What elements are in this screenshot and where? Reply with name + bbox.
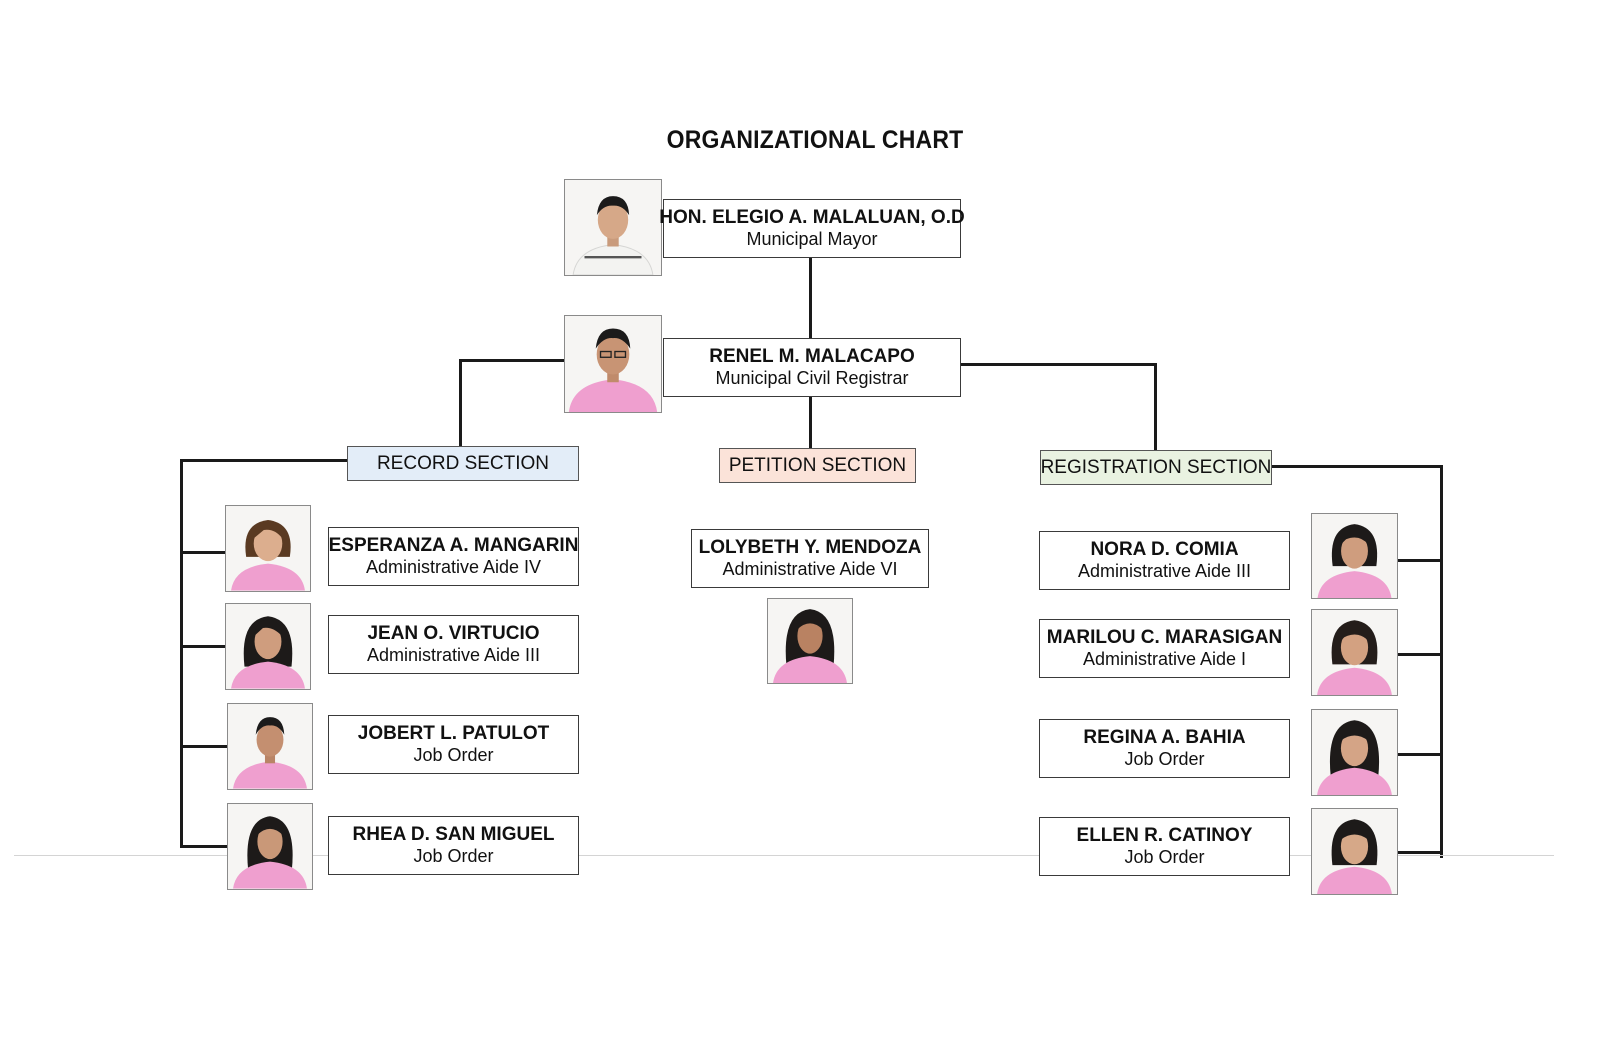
staff-position: Job Order (1124, 749, 1205, 770)
staff-photo (227, 703, 313, 790)
staff-position: Job Order (413, 745, 494, 766)
record-branch-4 (180, 845, 228, 848)
connector-registrar-petition (809, 396, 812, 448)
connector-record-drop (459, 359, 462, 447)
staff-box: ELLEN R. CATINOY Job Order (1039, 817, 1290, 876)
registrar-photo (564, 315, 662, 413)
staff-position: Job Order (1124, 847, 1205, 868)
connector-registrar-right (960, 363, 1157, 366)
staff-box: ESPERANZA A. MANGARIN Administrative Aid… (328, 527, 579, 586)
staff-photo (767, 598, 853, 684)
page-rule (14, 855, 1554, 856)
chart-title: ORGANIZATIONAL CHART (666, 126, 964, 154)
record-branch-3 (180, 745, 228, 748)
mayor-box: HON. ELEGIO A. MALALUAN, O.D Municipal M… (659, 199, 965, 258)
registration-branch-2 (1397, 653, 1443, 656)
registration-bracket-top (1271, 465, 1443, 468)
registration-branch-4 (1397, 851, 1443, 854)
record-branch-1 (180, 551, 226, 554)
staff-photo (225, 603, 311, 690)
staff-name: ELLEN R. CATINOY (1076, 824, 1253, 846)
registrar-position: Municipal Civil Registrar (715, 368, 909, 389)
staff-name: RHEA D. SAN MIGUEL (352, 823, 555, 845)
registration-section-label: REGISTRATION SECTION (1040, 450, 1272, 485)
staff-box: REGINA A. BAHIA Job Order (1039, 719, 1290, 778)
staff-box: RHEA D. SAN MIGUEL Job Order (328, 816, 579, 875)
petition-section-label: PETITION SECTION (719, 448, 916, 483)
staff-photo (1311, 609, 1398, 696)
registration-bracket-vertical (1440, 465, 1443, 858)
record-bracket-vertical (180, 459, 183, 848)
staff-position: Administrative Aide IV (365, 557, 542, 578)
staff-box: MARILOU C. MARASIGAN Administrative Aide… (1039, 619, 1290, 678)
staff-photo (225, 505, 311, 592)
record-section-label: RECORD SECTION (347, 446, 579, 481)
staff-box: NORA D. COMIA Administrative Aide III (1039, 531, 1290, 590)
staff-position: Administrative Aide III (1077, 561, 1252, 582)
mayor-position: Municipal Mayor (746, 229, 878, 250)
connector-registration-drop (1154, 363, 1157, 451)
staff-photo (1311, 709, 1398, 796)
staff-photo (227, 803, 313, 890)
registrar-name: RENEL M. MALACAPO (709, 345, 915, 367)
staff-photo (1311, 513, 1398, 599)
record-bracket-top (180, 459, 348, 462)
record-branch-2 (180, 645, 226, 648)
staff-name: ESPERANZA A. MANGARIN (328, 534, 579, 556)
registrar-box: RENEL M. MALACAPO Municipal Civil Regist… (663, 338, 961, 397)
connector-registrar-left (459, 359, 565, 362)
staff-name: MARILOU C. MARASIGAN (1046, 626, 1283, 648)
staff-photo (1311, 808, 1398, 895)
staff-name: REGINA A. BAHIA (1083, 726, 1246, 748)
staff-box: LOLYBETH Y. MENDOZA Administrative Aide … (691, 529, 929, 588)
staff-position: Administrative Aide VI (722, 559, 898, 580)
staff-position: Administrative Aide III (366, 645, 541, 666)
staff-name: JOBERT L. PATULOT (357, 722, 550, 744)
registration-branch-3 (1397, 753, 1443, 756)
staff-name: NORA D. COMIA (1090, 538, 1239, 560)
staff-box: JOBERT L. PATULOT Job Order (328, 715, 579, 774)
staff-position: Job Order (413, 846, 494, 867)
staff-box: JEAN O. VIRTUCIO Administrative Aide III (328, 615, 579, 674)
registration-branch-1 (1397, 559, 1443, 562)
mayor-photo (564, 179, 662, 276)
staff-name: LOLYBETH Y. MENDOZA (698, 536, 922, 558)
mayor-name: HON. ELEGIO A. MALALUAN, O.D (659, 206, 965, 228)
staff-name: JEAN O. VIRTUCIO (367, 622, 540, 644)
staff-position: Administrative Aide I (1082, 649, 1247, 670)
connector-mayor-registrar (809, 257, 812, 340)
